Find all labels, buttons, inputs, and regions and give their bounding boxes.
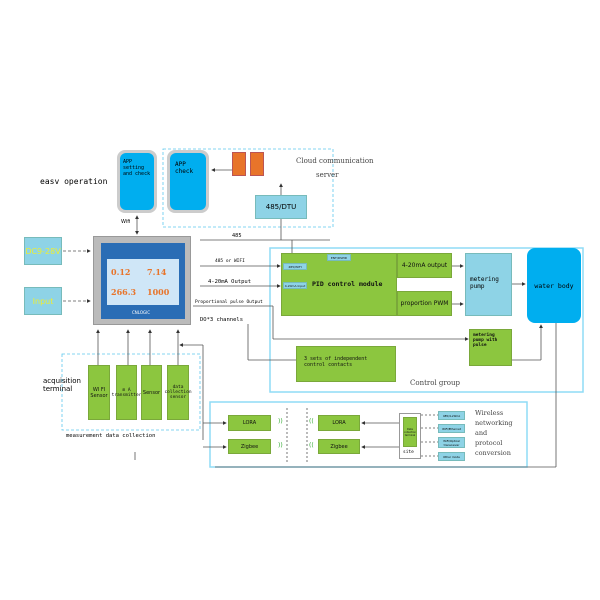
zigbee-right: Zigbee [318,439,360,454]
wireless-signal-icon: (( [309,442,314,449]
pid-module: PID control module 485/WIFI 4-20mA Input… [281,253,397,316]
zigbee-left: Zigbee [228,439,271,454]
input-box: Input [24,287,62,315]
sensor-ma-transmitter: m A transmitter [112,365,141,420]
line-ma-label: 4-20mA Output [208,279,252,285]
water-body: water body [527,248,581,323]
power-box: DC9-28V [24,237,62,265]
wifi-label: Wifi [121,219,131,225]
controller-display: 0.12 7.14 266.3 1000 CNLOGIC [93,236,191,325]
wireless-signal-icon: )) [278,442,283,449]
mode-box: WiFi/Ethernet [438,424,465,433]
mode-box: WiFi/Optical transceiver [438,437,465,448]
lora-right: LORA [318,415,360,431]
line-do-label: DO*3 channels [200,317,244,323]
metering-pump: metering pump [465,253,512,316]
acquisition-label: acquisition terminal [43,377,81,393]
server-globe-icon [250,152,264,176]
lora-left: LORA [228,415,271,431]
control-contacts: 3 sets of independent control contacts [296,346,396,382]
phone-app-setting: APP setting and check [117,150,157,213]
output-4-20ma: 4-20mA output [397,253,452,278]
easy-operation-label: easv operation [40,177,108,186]
line-pulse-label: Proportional pulse Output [195,300,263,305]
line-wifi-label: 485 or WIFI [215,259,245,264]
phone-app-check: APP check [167,150,209,213]
sensor: Sensor [141,365,162,420]
sensor-data-collection: data collection sensor [164,365,192,420]
wireless-signal-icon: )) [278,418,283,425]
output-pwm: proportion PWM [397,291,452,316]
sensor-wifi: WI FI Sensor [88,365,110,420]
measurement-label: measurement data collection [66,433,156,439]
line-485-label: 485 [232,233,242,239]
site-box: Data collection terminal site [399,413,421,459]
wireless-signal-icon: (( [309,418,314,425]
server-icon [232,152,246,176]
mode-box: Other mode [438,452,465,461]
control-group-label: Control group [410,379,460,387]
mode-box: 485/4-20mA [438,411,465,420]
dtu-box: 485/DTU [255,195,307,219]
pulse-pump: metering pump with pulse [469,329,512,366]
